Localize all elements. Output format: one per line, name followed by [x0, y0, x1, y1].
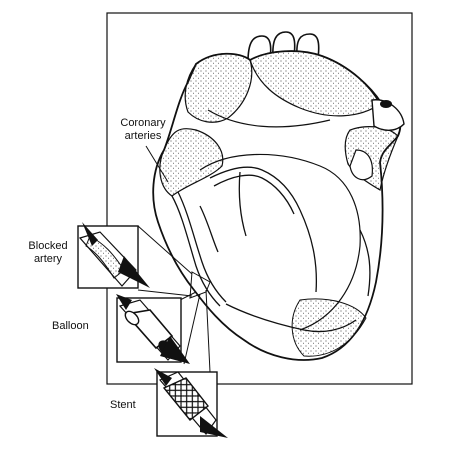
heart: [153, 51, 404, 360]
label-blocked-artery: Blocked artery: [20, 240, 76, 266]
inset-blocked-artery: [78, 222, 150, 288]
label-balloon: Balloon: [52, 320, 89, 333]
label-blocked-line1: Blocked: [20, 240, 76, 253]
inset-balloon: [116, 294, 190, 364]
label-coronary-arteries: Coronary arteries: [108, 117, 178, 143]
inset-stent: [154, 368, 228, 438]
label-coronary-line2: arteries: [108, 130, 178, 143]
label-blocked-line2: artery: [20, 253, 76, 266]
label-stent: Stent: [110, 399, 136, 412]
label-coronary-line1: Coronary: [108, 117, 178, 130]
